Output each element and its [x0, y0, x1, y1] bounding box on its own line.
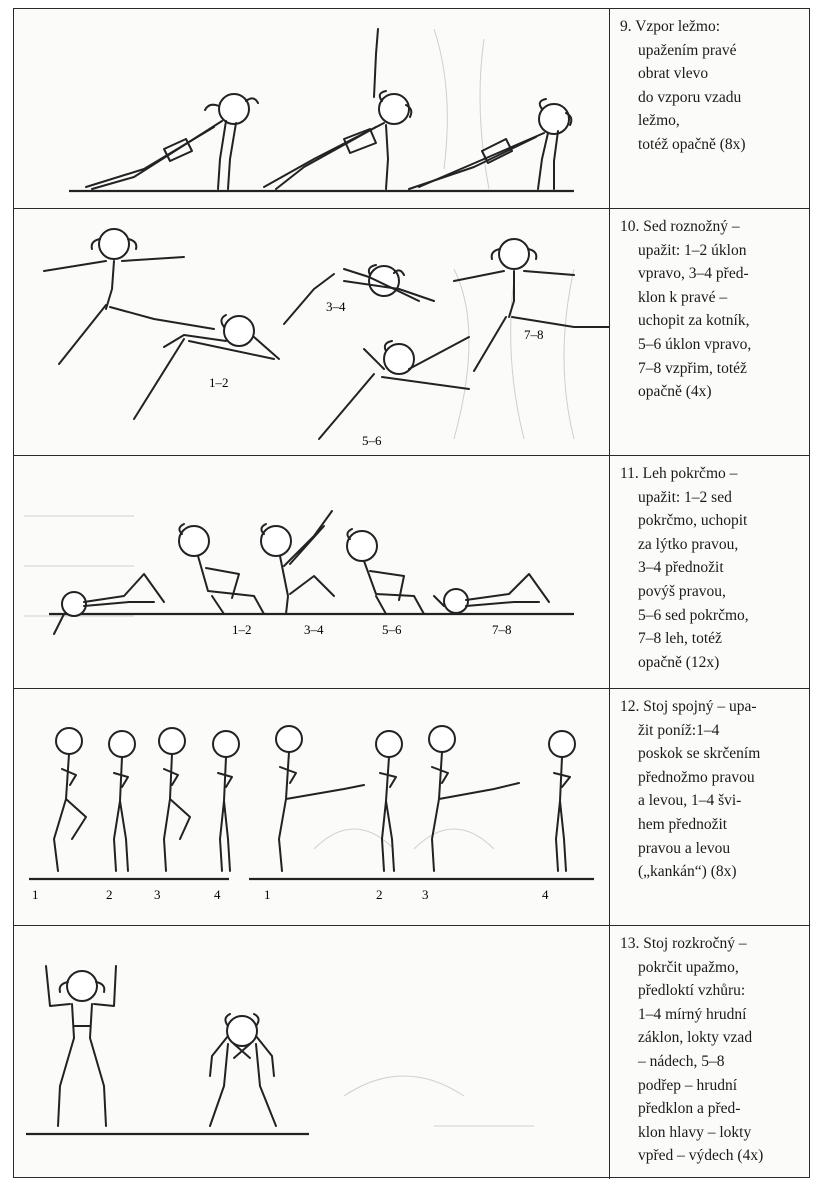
- ex12-line: žit poníž:1–4: [620, 719, 806, 743]
- exercise-11-illustration: 1–2 3–4 5–6: [14, 456, 610, 688]
- ex10-line: vpravo, 3–4 před-: [620, 262, 806, 286]
- ex13-line: – nádech, 5–8: [620, 1050, 806, 1074]
- ex13-line: vpřed – výdech (4x): [620, 1144, 806, 1168]
- ex12-line: hem přednožit: [620, 813, 806, 837]
- ex12-line: a levou, 1–4 švi-: [620, 789, 806, 813]
- ex12-line: („kankán“) (8x): [620, 860, 806, 884]
- ex11-line: 11. Leh pokrčmo –: [620, 462, 806, 486]
- ex11-line: za lýtko pravou,: [620, 533, 806, 557]
- ex9-line: totéž opačně (8x): [620, 133, 806, 157]
- ex13-line: záklon, lokty vzad: [620, 1026, 806, 1050]
- ex12-label-b1: 1: [264, 887, 271, 902]
- ex12-line: 12. Stoj spojný – upa-: [620, 695, 806, 719]
- ex13-line: podřep – hrudní: [620, 1074, 806, 1098]
- ex10-line: 5–6 úklon vpravo,: [620, 333, 806, 357]
- exercise-row-13: 13. Stoj rozkročný – pokrčit upažmo, pře…: [14, 926, 809, 1179]
- ex11-label-5-6: 5–6: [382, 622, 402, 637]
- exercise-11-instructions: 11. Leh pokrčmo – upažit: 1–2 sed pokrčm…: [620, 462, 806, 674]
- ex11-line: 7–8 leh, totéž: [620, 627, 806, 651]
- ex13-line: předloktí vzhůru:: [620, 979, 806, 1003]
- ex9-line: upažením pravé: [620, 39, 806, 63]
- exercise-10-instructions: 10. Sed roznožný – upažit: 1–2 úklon vpr…: [620, 215, 806, 404]
- ex12-label-a3: 3: [154, 887, 161, 902]
- exercise-9-illustration: [14, 9, 610, 208]
- ex12-label-b4: 4: [542, 887, 549, 902]
- ex9-line: do vzporu vzadu: [620, 86, 806, 110]
- ex12-line: poskok se skrčením: [620, 742, 806, 766]
- ex10-line: upažit: 1–2 úklon: [620, 239, 806, 263]
- ex9-line: ležmo,: [620, 109, 806, 133]
- ex10-line: 10. Sed roznožný –: [620, 215, 806, 239]
- exercise-table: 9. Vzpor ležmo: upažením pravé obrat vle…: [13, 8, 810, 1178]
- ex12-label-a2: 2: [106, 887, 113, 902]
- ex13-line: 1–4 mírný hrudní: [620, 1003, 806, 1027]
- ex10-label-3-4: 3–4: [326, 299, 346, 314]
- exercise-10-illustration: 1–2 3–4 5–6: [14, 209, 610, 455]
- ex12-line: přednožmo pravou: [620, 766, 806, 790]
- ex13-line: předklon a před-: [620, 1097, 806, 1121]
- ex11-line: opačně (12x): [620, 651, 806, 675]
- exercise-row-10: 1–2 3–4 5–6: [14, 209, 809, 456]
- ex13-line: klon hlavy – lokty: [620, 1121, 806, 1145]
- ex11-label-3-4: 3–4: [304, 622, 324, 637]
- ex10-line: klon k pravé –: [620, 286, 806, 310]
- ex9-line: 9. Vzpor ležmo:: [620, 15, 806, 39]
- exercise-row-12: 1 2 3 4 1 2 3 4: [14, 689, 809, 926]
- ex12-label-a4: 4: [214, 887, 221, 902]
- ex10-line: opačně (4x): [620, 380, 806, 404]
- ex12-label-a1: 1: [32, 887, 39, 902]
- ex12-label-b3: 3: [422, 887, 429, 902]
- ex12-line: pravou a levou: [620, 837, 806, 861]
- ex11-line: 3–4 přednožit: [620, 556, 806, 580]
- ex10-label-1-2: 1–2: [209, 375, 229, 390]
- exercise-12-instructions: 12. Stoj spojný – upa- žit poníž:1–4 pos…: [620, 695, 806, 884]
- ex11-line: 5–6 sed pokrčmo,: [620, 604, 806, 628]
- exercise-row-9: 9. Vzpor ležmo: upažením pravé obrat vle…: [14, 9, 809, 209]
- ex11-line: upažit: 1–2 sed: [620, 486, 806, 510]
- exercise-row-11: 1–2 3–4 5–6: [14, 456, 809, 689]
- ex13-line: pokrčit upažmo,: [620, 956, 806, 980]
- ex9-line: obrat vlevo: [620, 62, 806, 86]
- ex12-label-b2: 2: [376, 887, 383, 902]
- ex11-label-7-8: 7–8: [492, 622, 512, 637]
- ex10-label-5-6: 5–6: [362, 433, 382, 448]
- ex10-label-7-8: 7–8: [524, 327, 544, 342]
- ex13-line: 13. Stoj rozkročný –: [620, 932, 806, 956]
- ex11-line: povýš pravou,: [620, 580, 806, 604]
- ex11-label-1-2: 1–2: [232, 622, 252, 637]
- exercise-13-illustration: [14, 926, 610, 1179]
- exercise-13-instructions: 13. Stoj rozkročný – pokrčit upažmo, pře…: [620, 932, 806, 1168]
- ex10-line: uchopit za kotník,: [620, 309, 806, 333]
- ex11-line: pokrčmo, uchopit: [620, 509, 806, 533]
- ex10-line: 7–8 vzpřim, totéž: [620, 357, 806, 381]
- exercise-9-instructions: 9. Vzpor ležmo: upažením pravé obrat vle…: [620, 15, 806, 157]
- exercise-12-illustration: 1 2 3 4 1 2 3 4: [14, 689, 610, 925]
